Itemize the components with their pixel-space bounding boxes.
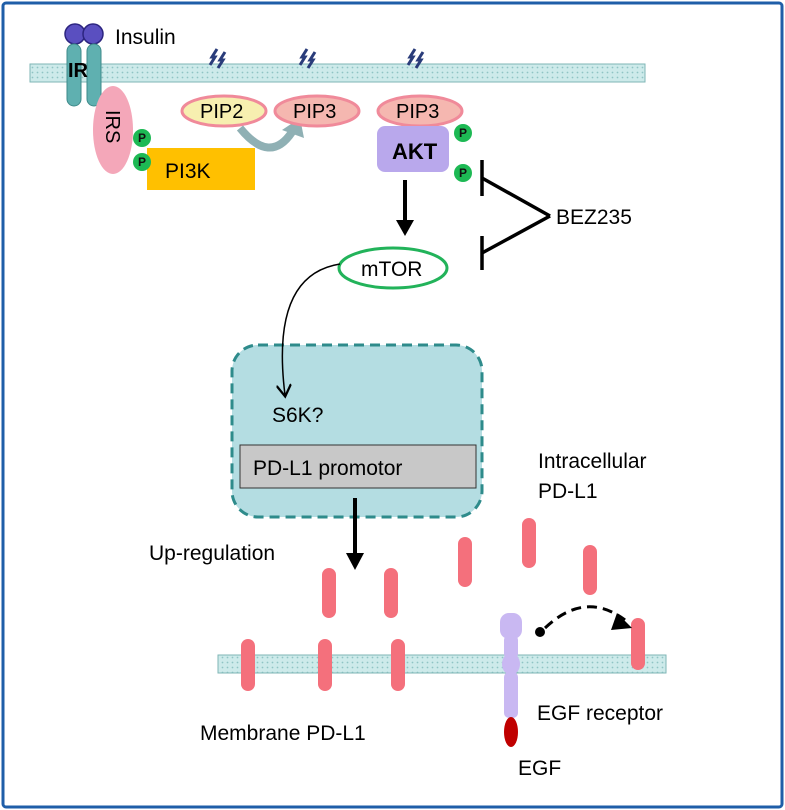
insulin-molecule: [64, 23, 104, 45]
akt-phospho-2: [454, 164, 472, 182]
irs-phospho-2: [133, 153, 151, 171]
akt-phospho-2-label: P: [459, 166, 467, 180]
mtor-s6k-arrow: [282, 263, 341, 395]
top-membrane: [29, 63, 646, 83]
up-regulation-label: Up-regulation: [149, 542, 275, 565]
intracellular-label-line1: Intracellular: [538, 450, 647, 473]
pdl1-promotor-label: PD-L1 promotor: [253, 457, 402, 480]
pi3k-label: PI3K: [165, 160, 211, 183]
intracellular-label-line2: PD-L1: [538, 480, 598, 503]
pip-conversion-arrow: [236, 125, 296, 152]
pip3-lipid: [273, 94, 361, 128]
insulin-label: Insulin: [115, 26, 176, 49]
irs-label: IRS: [101, 110, 123, 143]
pi3k-protein: [147, 148, 255, 190]
irs-phospho-2-label: P: [138, 155, 146, 169]
pip2-label: PIP2: [200, 101, 243, 123]
egf-ligand: [504, 717, 518, 747]
egf-receptor: [500, 613, 522, 718]
membrane-pdl1-label: Membrane PD-L1: [200, 722, 366, 745]
recycling-arrow: [535, 605, 632, 637]
egf-label: EGF: [518, 757, 561, 780]
lipid-bolt-icon: [298, 48, 317, 69]
ir-label: IR: [68, 60, 89, 82]
akt-mtor-arrow: [396, 180, 414, 236]
pdl1-promotor-box: [239, 444, 477, 489]
irs-phospho-1: [133, 129, 151, 147]
bez235-label: BEZ235: [556, 206, 632, 229]
akt-protein: [377, 126, 449, 172]
bez235-inhibition: [480, 160, 551, 270]
akt-phospho-1: [454, 124, 472, 142]
membrane-pdl1: [241, 618, 645, 691]
mtor-protein: [337, 246, 449, 290]
lipid-bolt-icon: [406, 48, 425, 69]
s6k-label: S6K?: [272, 404, 323, 427]
irs-phospho-1-label: P: [138, 131, 146, 145]
irs-protein: [93, 86, 133, 174]
egf-receptor-label: EGF receptor: [537, 702, 663, 725]
bottom-membrane: [217, 654, 667, 674]
upregulation-arrow: [346, 498, 364, 570]
mtor-label: mTOR: [361, 258, 422, 281]
lipid-bolt-icon: [208, 48, 227, 69]
nucleus: [230, 343, 484, 519]
intracellular-pdl1: [322, 518, 597, 618]
akt-phospho-1-label: P: [459, 126, 467, 140]
insulin-receptor: [66, 43, 102, 107]
akt-label: AKT: [392, 139, 438, 164]
pip2-lipid: [180, 94, 268, 128]
pip3-akt-label: PIP3: [396, 101, 439, 123]
pip3-label: PIP3: [293, 101, 336, 123]
